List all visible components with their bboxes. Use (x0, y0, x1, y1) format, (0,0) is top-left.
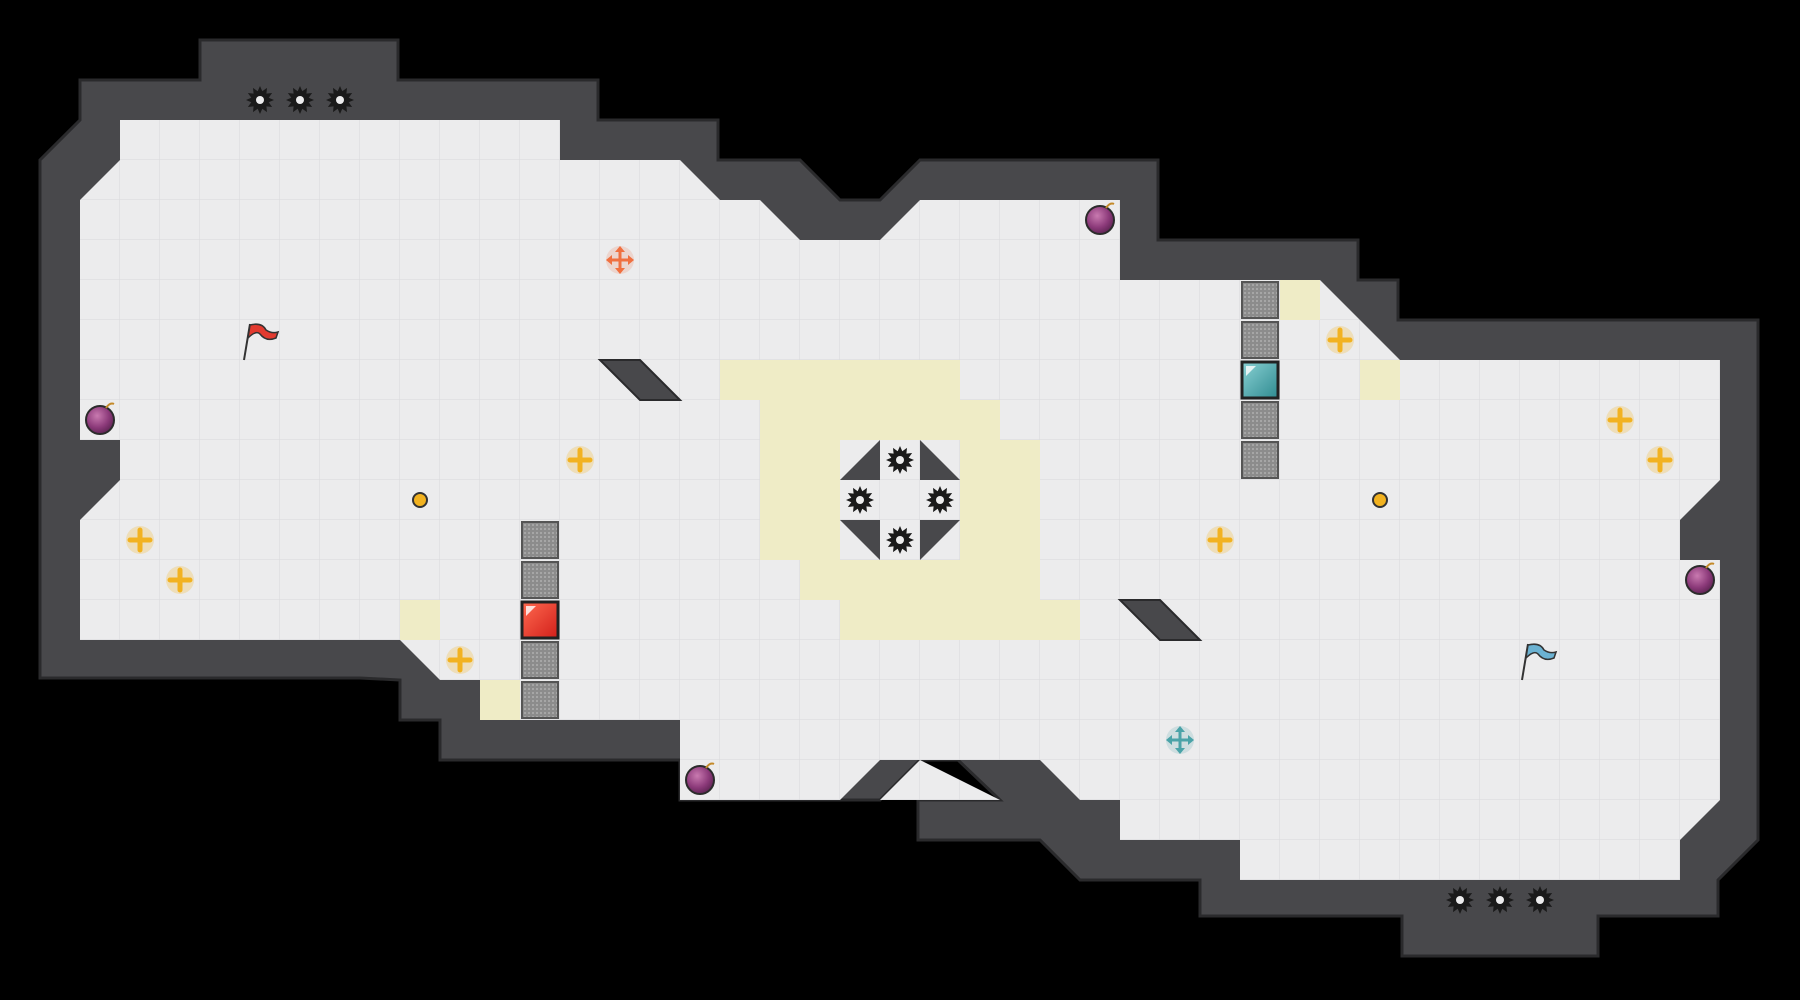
gate (521, 521, 559, 719)
boost-icon (606, 246, 634, 274)
wall-corner (920, 440, 960, 480)
goal-zone (400, 280, 1400, 720)
spike-icon (1446, 886, 1474, 914)
powerup-icon (1646, 446, 1674, 474)
gate (1241, 281, 1279, 479)
wall-corner (840, 520, 880, 560)
bomb-icon (685, 762, 715, 795)
red-flag-icon (243, 323, 280, 361)
wall-ramp (597, 359, 683, 401)
spike-icon (1526, 886, 1554, 914)
boost-icon (1166, 726, 1194, 754)
red-team-tile (520, 600, 560, 640)
bomb-icon (1085, 202, 1115, 235)
powerup-icon (126, 526, 154, 554)
wall-ramp (1117, 599, 1203, 641)
button-icon (1372, 492, 1388, 508)
powerup-icon (1606, 406, 1634, 434)
bomb-icon (1685, 562, 1715, 595)
button-icon (412, 492, 428, 508)
wall-corner (920, 520, 960, 560)
spike-icon (326, 86, 354, 114)
bomb-icon (85, 402, 115, 435)
spike-icon (286, 86, 314, 114)
spike-icon (1486, 886, 1514, 914)
powerup-icon (446, 646, 474, 674)
powerup-icon (166, 566, 194, 594)
blue-flag-icon (1521, 643, 1558, 681)
spike-icon (886, 526, 914, 554)
spike-icon (846, 486, 874, 514)
powerup-icon (1206, 526, 1234, 554)
powerup-icon (566, 446, 594, 474)
powerup-icon (1326, 326, 1354, 354)
spike-icon (246, 86, 274, 114)
wall-corner (840, 440, 880, 480)
spike-icon (926, 486, 954, 514)
blue-team-tile (1240, 360, 1280, 400)
spike-icon (886, 446, 914, 474)
